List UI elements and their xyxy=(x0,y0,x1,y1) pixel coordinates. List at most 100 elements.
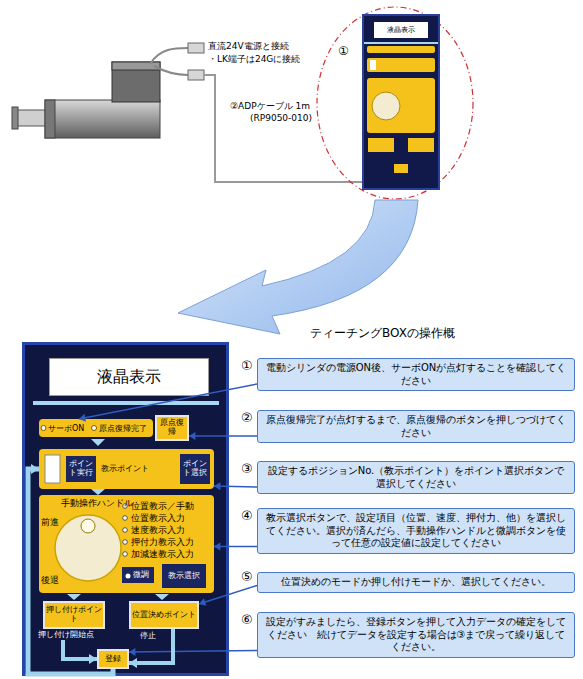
connector-line xyxy=(28,469,113,674)
callout-box: 設定がすみましたら、登録ボタンを押して入力データの確定をしてください 続けてデー… xyxy=(257,612,575,658)
teaching-box-panel: 液晶表示サーボON原点復帰完了原点復帰教示ポイントポイント実行ポイント選択手動操… xyxy=(22,342,229,676)
note-text: 直流24V電源と接続 xyxy=(208,40,289,53)
callout-number: ⑤ xyxy=(241,569,253,584)
arrowhead xyxy=(79,414,86,422)
mini-button xyxy=(394,164,408,173)
mini-button xyxy=(368,138,394,152)
flow-bar xyxy=(33,401,219,405)
dial xyxy=(372,92,400,120)
label-text: ポイント選択 xyxy=(181,460,209,478)
callout-box: 電動シリンダの電源ON後、サーボONが点灯することを確認してください xyxy=(257,358,575,391)
callout-box: 教示選択ボタンで、設定項目（位置、速度、押付力、他）を選択してください。選択が済… xyxy=(257,508,575,554)
button: 登録 xyxy=(97,649,129,669)
arrowhead xyxy=(129,658,137,668)
note-text: (RP9050-010) xyxy=(250,113,312,123)
button: 原点復帰 xyxy=(155,415,189,441)
connector-line xyxy=(189,435,257,437)
connector xyxy=(214,482,257,490)
callout-text: 教示選択ボタンで、設定項目（位置、速度、押付力、他）を選択してください。選択が済… xyxy=(264,512,568,550)
callout-box: 原点復帰完了が点灯するまで、原点復帰のボタンを押しつづけてください xyxy=(257,410,575,443)
label-text: 教示選択 xyxy=(168,572,200,581)
connector xyxy=(189,432,257,440)
button: 微調 xyxy=(121,566,155,584)
callout-text: 位置決めのモードか押し付けモードか、選択してください。 xyxy=(281,576,551,589)
teaching-box: 液晶表示 xyxy=(362,14,440,190)
connector xyxy=(188,43,204,53)
flow-arrow xyxy=(91,439,105,446)
cylinder-body xyxy=(45,100,160,138)
label-text: 位置決めポイント xyxy=(132,611,196,620)
control-area: 教示ポイントポイント実行 ポイント選択 xyxy=(39,449,214,489)
cylinder-cap xyxy=(45,100,55,138)
handle-dial xyxy=(55,515,121,581)
label-text: 液晶表示 xyxy=(374,22,428,38)
point-display xyxy=(370,60,376,70)
callout-number: ① xyxy=(338,44,349,58)
arrowhead xyxy=(214,482,220,490)
indicator-dot xyxy=(123,516,128,521)
arrowhead xyxy=(214,543,220,551)
control-area: サーボON原点復帰完了 xyxy=(39,419,153,437)
connector-line xyxy=(79,384,257,419)
edge-label: 停止 xyxy=(138,630,158,641)
label-text: 位置教示／手動 xyxy=(131,501,194,513)
callout-text: 設定するポジションNo.（教示ポイント）をポイント選択ボタンで選択してください xyxy=(264,465,568,490)
label-text: 登録 xyxy=(105,655,121,664)
button: ポイント実行 xyxy=(65,455,97,483)
lamp xyxy=(92,426,97,431)
connector xyxy=(129,648,257,656)
signal-wire xyxy=(154,66,188,75)
connector xyxy=(28,464,113,674)
flow-arrow xyxy=(67,594,81,600)
highlight-ellipse xyxy=(317,7,473,199)
button: 教示選択 xyxy=(161,563,207,589)
cylinder-rod xyxy=(15,110,47,126)
label-text: 速度教示入力 xyxy=(131,525,185,537)
button: 位置決めポイント xyxy=(129,601,199,629)
flow-arrow xyxy=(155,594,169,600)
control-area: 手動操作ハンドル前進後退位置教示／手動位置教示入力速度教示入力押付力教示入力加減… xyxy=(39,495,214,593)
point-strip xyxy=(367,58,435,72)
indicator-dot xyxy=(123,552,128,557)
lamp-strip xyxy=(367,46,435,53)
callout-text: 原点復帰完了が点灯するまで、原点復帰のボタンを押しつづけてください xyxy=(264,414,568,439)
mini-button xyxy=(408,138,434,152)
connector xyxy=(79,384,257,422)
handle-area xyxy=(367,78,435,133)
button: ポイント選択 xyxy=(179,453,211,485)
motor-block xyxy=(112,62,160,102)
label-text: 原点復帰 xyxy=(158,419,186,437)
label-text: 加減速教示入力 xyxy=(131,549,194,561)
note-text: ②ADPケーブル 1m xyxy=(230,100,310,113)
label-text: 押付力教示入力 xyxy=(131,537,194,549)
point-display xyxy=(45,455,60,483)
label-text: 手動操作ハンドル xyxy=(61,498,133,510)
dial-knob xyxy=(81,519,95,533)
callout-text: 電動シリンダの電源ON後、サーボONが点灯することを確認してください xyxy=(264,362,568,387)
connector xyxy=(199,586,257,606)
label-text: 教示ポイント xyxy=(101,463,149,474)
callout-number: ③ xyxy=(241,461,253,476)
connector-line xyxy=(214,486,257,487)
arrowhead xyxy=(129,648,135,656)
title: ティーチングBOXの操作概 xyxy=(310,325,455,342)
connector xyxy=(188,70,204,80)
callout-text: 設定がすみましたら、登録ボタンを押して入力データの確定をしてください 続けてデー… xyxy=(264,616,568,654)
callout-number: ② xyxy=(241,410,253,425)
connector-line xyxy=(214,546,257,548)
label-text: 位置教示入力 xyxy=(131,513,185,525)
callout-number: ⑥ xyxy=(241,612,253,627)
connector-line xyxy=(129,629,173,663)
arrowhead xyxy=(31,464,39,474)
callout-number: ① xyxy=(241,358,253,373)
indicator-dot xyxy=(123,528,128,533)
label-text: 前進 xyxy=(41,517,59,529)
lamp xyxy=(41,426,46,431)
label-text: ポイント実行 xyxy=(67,460,95,478)
callout-number: ④ xyxy=(241,508,253,523)
callout-box: 設定するポジションNo.（教示ポイント）をポイント選択ボタンで選択してください xyxy=(257,461,575,494)
callout-box: 位置決めのモードか押し付けモードか、選択してください。 xyxy=(257,572,575,593)
transition-arrow xyxy=(178,200,418,334)
label-text: 微調 xyxy=(133,571,149,580)
